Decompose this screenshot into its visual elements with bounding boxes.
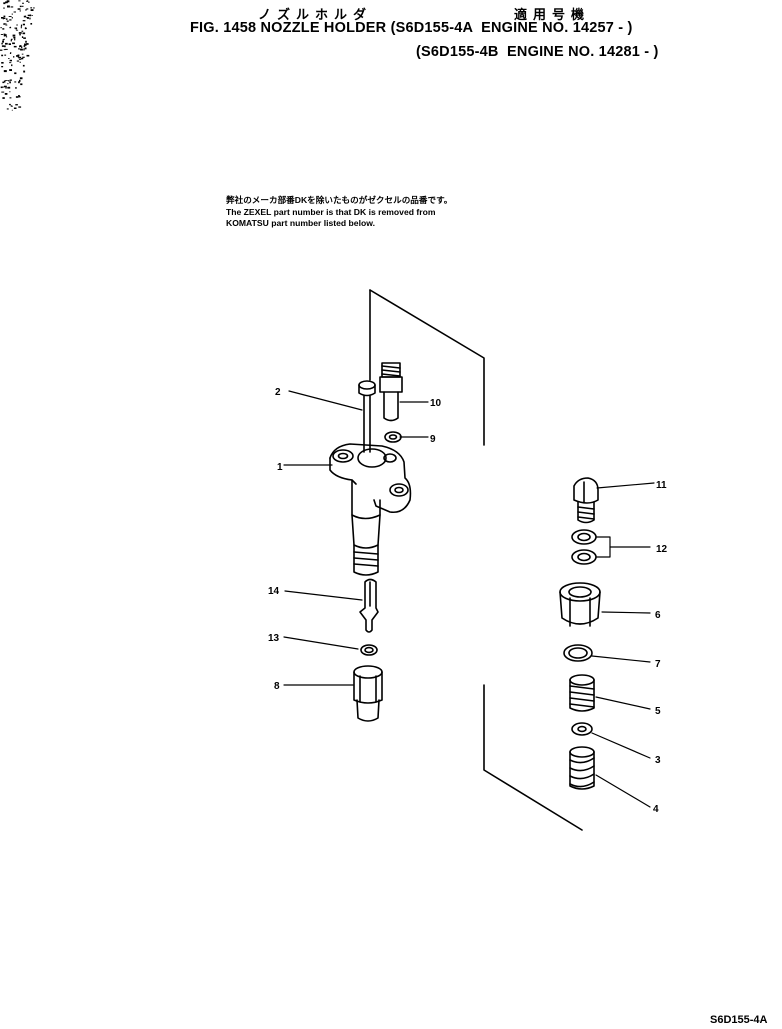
part-5-adjusting-screw bbox=[569, 674, 595, 712]
callout-labels: 2 10 9 1 11 12 14 6 13 7 8 5 3 4 bbox=[268, 387, 668, 815]
callout-13: 13 bbox=[268, 633, 280, 644]
callout-9: 9 bbox=[430, 434, 436, 445]
callout-2: 2 bbox=[275, 387, 281, 398]
part-1-holder-body bbox=[329, 443, 412, 576]
part-8-retaining-nut bbox=[353, 665, 383, 722]
callout-6: 6 bbox=[655, 610, 661, 621]
callout-10: 10 bbox=[430, 398, 442, 409]
assembly-bracket-lines bbox=[369, 289, 583, 831]
part-13-oring bbox=[360, 644, 378, 656]
note-english-line2: KOMATSU part number listed below. bbox=[226, 218, 375, 228]
figure-title-line1: FIG. 1458 NOZZLE HOLDER (S6D155-4A ENGIN… bbox=[190, 20, 633, 36]
part-3-spring-seat bbox=[571, 722, 593, 736]
callout-5: 5 bbox=[655, 706, 661, 717]
callout-14: 14 bbox=[268, 586, 280, 597]
part-11-bolt bbox=[573, 477, 599, 524]
part-14-nozzle-tip bbox=[359, 578, 379, 633]
part-12-gaskets bbox=[571, 529, 597, 565]
japanese-title: ノズルホルダ bbox=[258, 7, 373, 22]
part-7-gasket bbox=[563, 644, 593, 662]
callout-3: 3 bbox=[655, 755, 661, 766]
callout-4: 4 bbox=[653, 804, 659, 815]
callout-1: 1 bbox=[277, 462, 283, 473]
footer-model-label: S6D155-4A bbox=[710, 1014, 768, 1026]
note-japanese: 弊社のメーカ部番DKを除いたものがゼクセルの品番です。 bbox=[226, 195, 453, 205]
callout-12: 12 bbox=[656, 544, 668, 555]
part-4-spring bbox=[569, 746, 595, 790]
part-6-cap-nut bbox=[559, 582, 601, 627]
part-10-connector bbox=[379, 362, 403, 422]
callout-11: 11 bbox=[656, 480, 667, 491]
part-2-bolt bbox=[358, 380, 376, 453]
japanese-applicable-label: 適用号機 bbox=[514, 7, 591, 22]
callout-7: 7 bbox=[655, 659, 661, 670]
note-english-line1: The ZEXEL part number is that DK is remo… bbox=[226, 207, 436, 217]
callout-8: 8 bbox=[274, 681, 280, 692]
figure-title-line2: (S6D155-4B ENGINE NO. 14281 - ) bbox=[416, 44, 659, 60]
scan-noise bbox=[0, 0, 35, 111]
leader-lines bbox=[283, 390, 655, 808]
part-9-washer bbox=[384, 431, 402, 443]
